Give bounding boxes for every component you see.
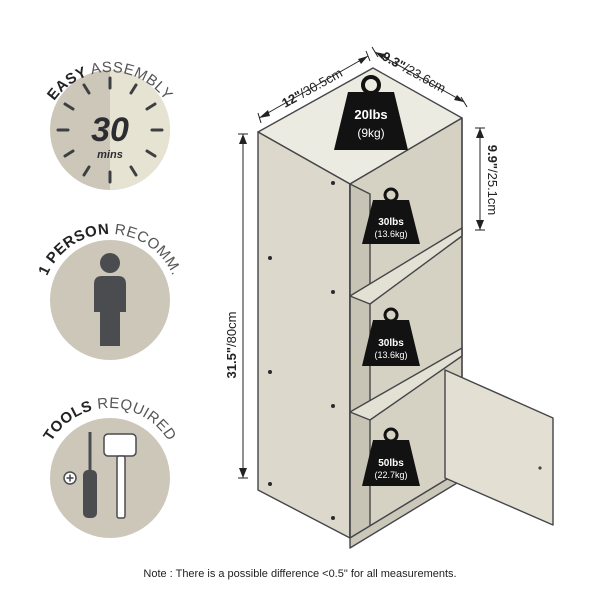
cabinet-side xyxy=(257,131,351,539)
dimension-lines xyxy=(238,46,485,479)
clock-half xyxy=(110,70,170,190)
bookcase-illustration xyxy=(257,67,554,549)
load-lbs: 20lbs xyxy=(354,107,387,122)
load-lbs: 30lbs xyxy=(378,338,404,349)
hammer-icon xyxy=(103,433,137,519)
door-knob xyxy=(538,466,542,470)
load-lbs: 30lbs xyxy=(378,217,404,228)
person-icon xyxy=(94,253,126,346)
screw-holes xyxy=(268,181,335,520)
load-lbs: 50lbs xyxy=(378,458,404,469)
badge-circle xyxy=(50,418,170,538)
shelf-height-label: 9.9"/25.1cm xyxy=(485,145,500,216)
easy-assembly-badge: 30 mins EASY ASSEMBLY xyxy=(44,59,175,190)
height-inches: 31.5" xyxy=(224,347,239,378)
load-kg: (13.6kg) xyxy=(374,350,407,360)
weight-icon xyxy=(334,75,408,150)
weight-icon xyxy=(362,307,420,366)
measurement-note: Note : There is a possible difference <0… xyxy=(143,568,457,580)
cabinet-door xyxy=(444,369,554,526)
clock-icon xyxy=(56,76,164,184)
load-top: 20lbs (9kg) xyxy=(334,75,408,150)
dimension-arrows xyxy=(239,52,484,478)
screwdriver-icon xyxy=(63,432,97,518)
assembly-time: 30 xyxy=(91,111,129,149)
weight-icon xyxy=(362,427,420,486)
load-kg: (22.7kg) xyxy=(374,470,407,480)
shelf-inches: 9.9" xyxy=(485,145,500,169)
height-label: 31.5"/80cm xyxy=(224,312,239,379)
tools-required-badge: TOOLS REQUIRED xyxy=(40,395,179,538)
load-kg: (9kg) xyxy=(357,126,384,140)
load-kg: (13.6kg) xyxy=(374,229,407,239)
load-shelf-1: 30lbs (13.6kg) xyxy=(362,187,420,244)
one-person-badge: 1 PERSON RECOMM. xyxy=(35,221,184,360)
assembly-time-unit: mins xyxy=(97,149,123,161)
height-cm: /80cm xyxy=(224,312,239,347)
load-bottom: 50lbs (22.7kg) xyxy=(362,427,420,486)
weight-icon xyxy=(362,187,420,244)
load-shelf-2: 30lbs (13.6kg) xyxy=(362,307,420,366)
shelf-cm: /25.1cm xyxy=(485,169,500,215)
